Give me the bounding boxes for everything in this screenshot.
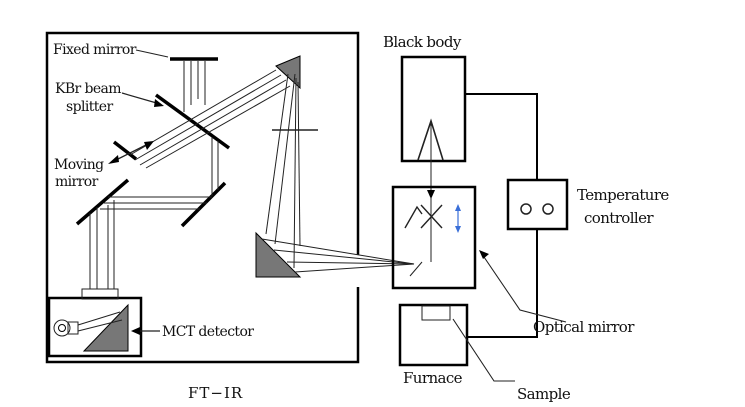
furnace-label: Furnace: [403, 369, 463, 387]
sample-label: Sample: [517, 385, 571, 403]
detector-focusing-mirror: [82, 303, 129, 352]
ftir-label: FT−IR: [188, 384, 243, 402]
mct-detector-box: [47, 288, 143, 358]
kbr-beam-splitter-label-line2: splitter: [66, 99, 113, 115]
lower-left-mirror: [75, 178, 130, 226]
kbr-beam-splitter-label-line1: KBr beam: [55, 81, 121, 97]
moving-mirror-label-line2: mirror: [55, 174, 99, 190]
mct-leader-arrow: [131, 327, 160, 335]
sample-leader: [452, 318, 515, 382]
lower-right-mirror: [180, 181, 227, 228]
kbr-leader-arrow: [121, 92, 164, 107]
temperature-label-line2: controller: [584, 209, 654, 227]
fixed-mirror-label: Fixed mirror: [53, 42, 137, 58]
mct-detector-label: MCT detector: [162, 324, 254, 340]
lower-parabolic-mirror: [255, 231, 302, 278]
controller-wiring: [465, 93, 538, 338]
temperature-controller: [506, 178, 569, 231]
adjust-arrow-icon: [455, 204, 461, 233]
moving-mirror-direction-arrow: [108, 141, 154, 164]
ftir-enclosure: [45, 31, 360, 364]
optical-mirror-leader: [479, 250, 567, 323]
moving-mirror-label-line1: Moving: [54, 157, 104, 173]
kbr-beam-splitter: [154, 93, 231, 150]
furnace: [398, 303, 469, 367]
temperature-label-line1: Temperature: [577, 186, 669, 204]
black-body-label: Black body: [383, 33, 462, 51]
detector-element-icon: [53, 319, 79, 337]
optical-mirror-label: Optical mirror: [533, 318, 635, 336]
optical-mirror-box: [391, 185, 477, 290]
black-body: [400, 55, 467, 163]
moving-mirror: [112, 140, 138, 161]
